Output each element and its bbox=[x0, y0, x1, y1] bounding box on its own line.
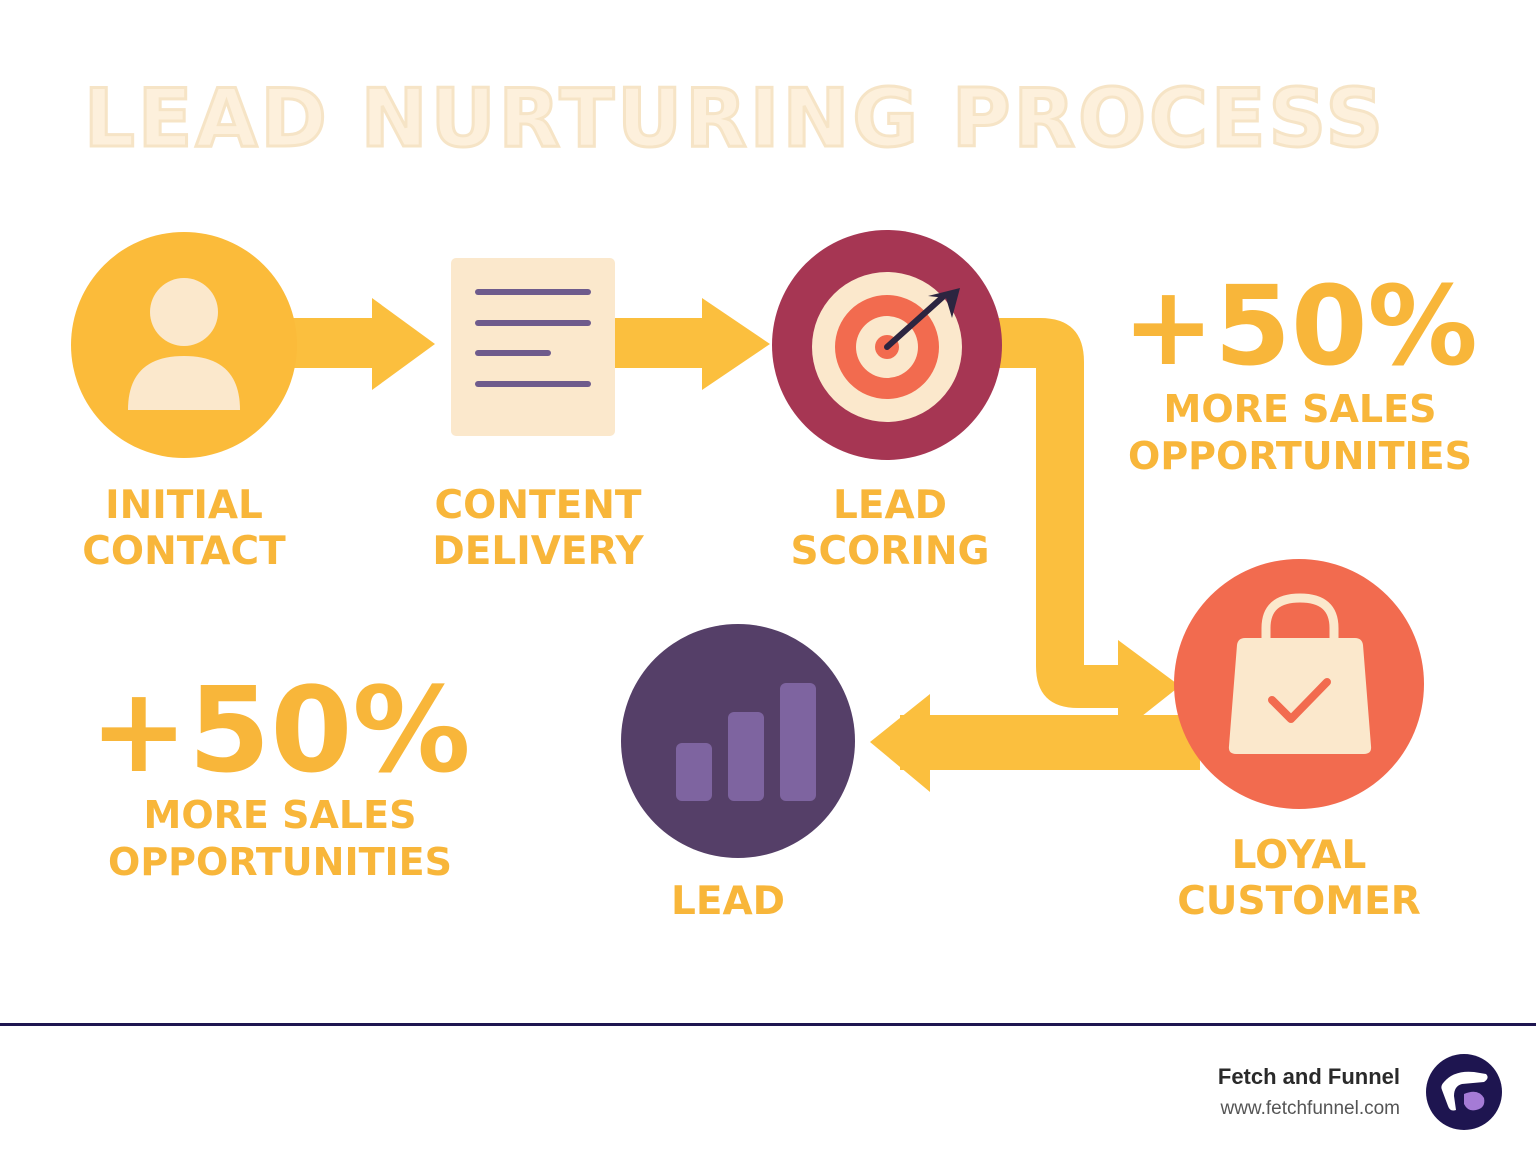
content-delivery-label: CONTENT DELIVERY bbox=[398, 483, 678, 575]
document-icon bbox=[475, 289, 591, 387]
lead-label-line1: LEAD bbox=[670, 879, 786, 924]
stat-top-right-line1: MORE SALES bbox=[1163, 387, 1437, 431]
lead-node bbox=[621, 624, 855, 858]
loyal-customer-label-line2: CUSTOMER bbox=[1177, 879, 1421, 924]
target-icon bbox=[812, 272, 962, 422]
shopping-bag-icon bbox=[1228, 593, 1372, 754]
bar-chart-icon bbox=[676, 683, 816, 801]
user-icon bbox=[128, 278, 240, 410]
stat-bottom-left: +50% MORE SALES OPPORTUNITIES bbox=[70, 668, 490, 886]
loyal-customer-label-line1: LOYAL bbox=[1231, 833, 1367, 878]
arrow-content-to-scoring bbox=[612, 298, 770, 390]
lead-label: LEAD bbox=[598, 879, 858, 925]
flow-arrows bbox=[280, 298, 1200, 792]
stat-top-right: +50% MORE SALES OPPORTUNITIES bbox=[1110, 266, 1490, 480]
content-delivery-label-line1: CONTENT bbox=[434, 483, 642, 528]
arrow-scoring-to-loyal bbox=[990, 318, 1180, 735]
lead-scoring-label-line1: LEAD bbox=[832, 483, 948, 528]
initial-contact-label-line1: INITIAL bbox=[105, 483, 263, 528]
stat-top-right-line2: OPPORTUNITIES bbox=[1128, 434, 1472, 478]
brand-name: Fetch and Funnel bbox=[1217, 1064, 1400, 1089]
stat-bottom-left-value: +50% bbox=[89, 661, 471, 799]
initial-contact-node bbox=[71, 232, 297, 458]
lead-scoring-node bbox=[772, 230, 1002, 460]
arrow-loyal-to-lead bbox=[870, 694, 1200, 792]
page-title: LEAD NURTURING PROCESS bbox=[82, 71, 1387, 167]
initial-contact-label-line2: CONTACT bbox=[82, 529, 286, 574]
loyal-customer-label: LOYAL CUSTOMER bbox=[1159, 833, 1439, 925]
content-delivery-node bbox=[451, 258, 615, 436]
lead-scoring-label-line2: SCORING bbox=[790, 529, 990, 574]
footer-divider bbox=[0, 1023, 1536, 1026]
stat-top-right-value: +50% bbox=[1122, 262, 1478, 390]
document-card bbox=[451, 258, 615, 436]
initial-contact-label: INITIAL CONTACT bbox=[44, 483, 324, 575]
content-delivery-label-line2: DELIVERY bbox=[432, 529, 644, 574]
stat-bottom-left-line1: MORE SALES bbox=[143, 793, 417, 837]
lead-scoring-label: LEAD SCORING bbox=[750, 483, 1030, 575]
fetch-funnel-logo-icon[interactable] bbox=[1424, 1052, 1504, 1132]
arrow-initial-to-content bbox=[280, 298, 435, 390]
stat-bottom-left-line2: OPPORTUNITIES bbox=[108, 840, 452, 884]
loyal-customer-node bbox=[1174, 559, 1424, 809]
brand-url[interactable]: www.fetchfunnel.com bbox=[1220, 1098, 1400, 1119]
